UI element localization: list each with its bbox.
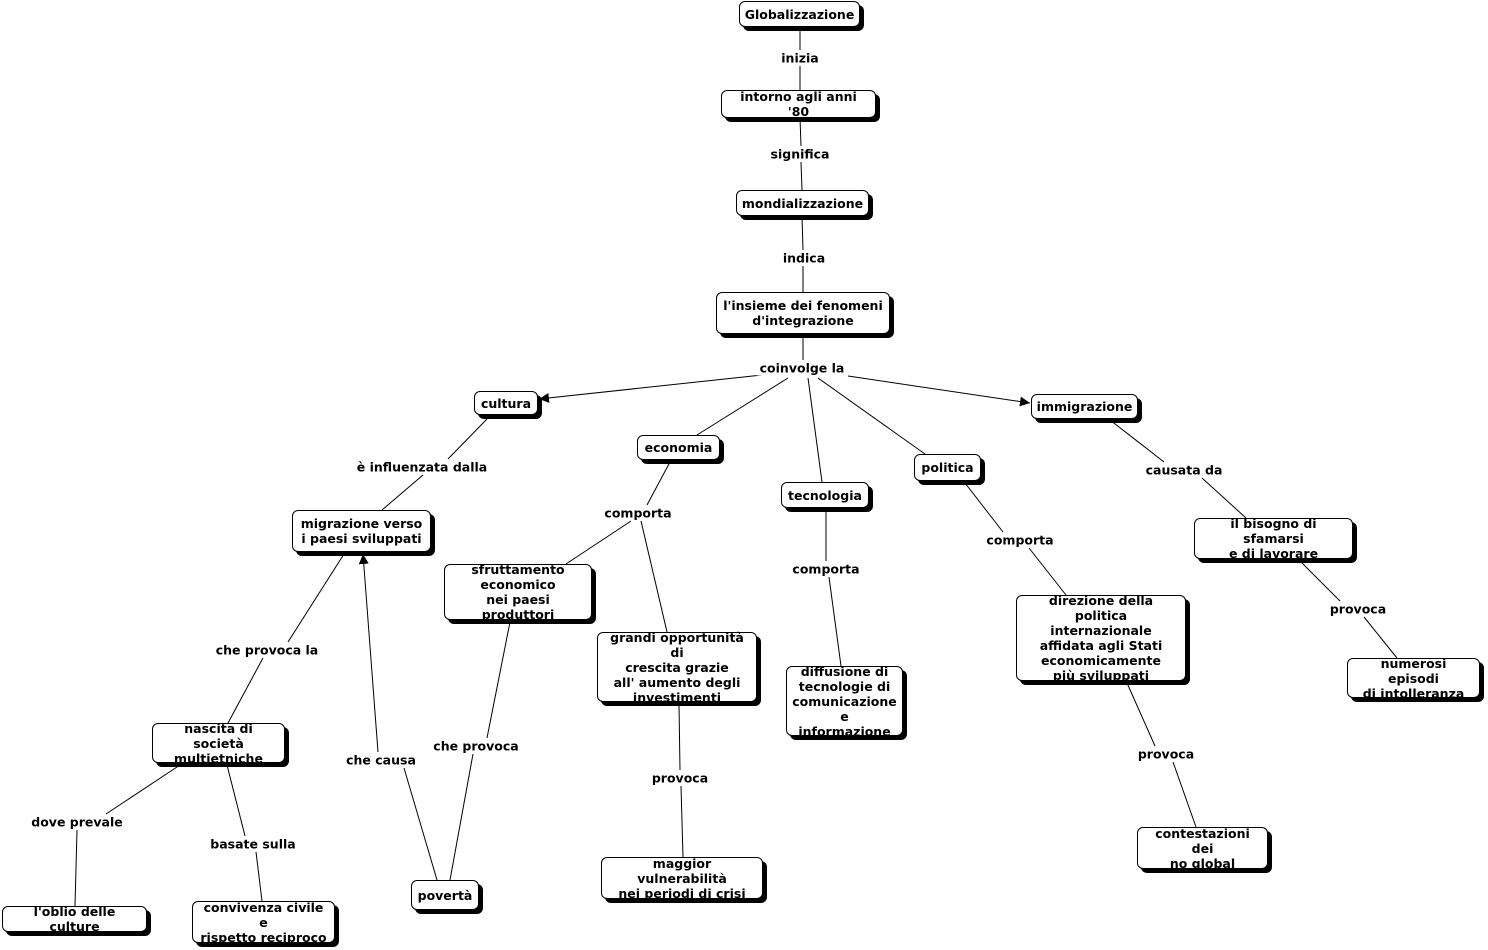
link-dove-prevale[interactable]: dove prevale — [28, 814, 126, 830]
connector-line-15 — [646, 461, 671, 506]
concept-episodi[interactable]: numerosi episodi di intolleranza — [1347, 656, 1480, 701]
connector-line-27 — [227, 657, 264, 724]
link-comporta-tecnologia[interactable]: comporta — [789, 561, 863, 577]
connector-line-16 — [565, 520, 632, 565]
concept-sfruttamento[interactable]: sfruttamento economico nei paesi produtt… — [444, 562, 592, 622]
connector-line-4 — [800, 161, 803, 191]
concept-direzione[interactable]: direzione della politica internazionale … — [1016, 593, 1186, 683]
link-provoca-bisogno[interactable]: provoca — [1326, 601, 1390, 617]
concept-globalizzazione[interactable]: Globalizzazione — [739, 1, 860, 27]
link-basate-sulla[interactable]: basate sulla — [207, 836, 299, 852]
connector-line-23 — [1201, 477, 1247, 519]
concept-migrazione[interactable]: migrazione verso i paesi sviluppati — [292, 510, 431, 552]
connector-line-32 — [678, 703, 681, 771]
connector-line-26 — [287, 553, 345, 643]
link-comporta-politica[interactable]: comporta — [983, 532, 1057, 548]
connector-line-35 — [1172, 761, 1197, 828]
concept-contestazioni[interactable]: contestazioni dei no global — [1137, 826, 1268, 871]
connector-line-30 — [403, 767, 438, 881]
connector-line-19 — [828, 576, 842, 667]
concept-cultura[interactable]: cultura — [474, 391, 538, 415]
concept-immigrazione[interactable]: immigrazione — [1031, 394, 1138, 419]
connector-line-3 — [799, 117, 802, 147]
connector-line-25 — [1363, 616, 1398, 659]
connector-line-21 — [1028, 547, 1067, 596]
connector-line-14 — [381, 474, 424, 511]
link-che-provoca-la[interactable]: che provoca la — [212, 642, 322, 658]
concept-vulnerabilita[interactable]: maggior vulnerabilità nei periodi di cri… — [601, 856, 763, 901]
connector-line-22 — [1109, 419, 1165, 463]
link-provoca-direzione[interactable]: provoca — [1134, 746, 1198, 762]
connector-line-11 — [817, 377, 926, 455]
connector-line-38 — [226, 764, 246, 837]
link-significa[interactable]: significa — [767, 146, 833, 162]
concept-opportunita[interactable]: grandi opportunità di crescita grazie al… — [597, 630, 757, 705]
link-causata-da[interactable]: causata da — [1142, 462, 1226, 478]
concept-politica[interactable]: politica — [914, 454, 981, 481]
link-indica[interactable]: indica — [779, 250, 829, 266]
concept-oblio[interactable]: l'oblio delle culture — [2, 904, 147, 934]
concept-mondializzazione[interactable]: mondializzazione — [736, 190, 869, 216]
concept-bisogno[interactable]: il bisogno di sfamarsi e di lavorare — [1194, 516, 1353, 561]
connector-line-34 — [1126, 682, 1156, 747]
concept-tecnologia[interactable]: tecnologia — [781, 482, 869, 508]
concept-nascita[interactable]: nascita di società multietniche — [152, 721, 285, 766]
link-coinvolge[interactable]: coinvolge la — [756, 360, 848, 376]
link-influenzata[interactable]: è influenzata dalla — [353, 459, 491, 475]
link-che-causa[interactable]: che causa — [343, 752, 419, 768]
link-inizia[interactable]: inizia — [778, 50, 822, 66]
connector-line-39 — [255, 851, 263, 902]
connector-line-29 — [449, 753, 474, 881]
connector-line-36 — [105, 764, 181, 815]
connector-line-37 — [74, 829, 78, 907]
concept-convivenza[interactable]: convivenza civile e rispetto reciproco — [192, 900, 335, 945]
concept-poverta[interactable]: povertà — [411, 880, 479, 910]
connector-line-28 — [486, 621, 511, 739]
connector-line-17 — [640, 520, 668, 633]
connector-line-12 — [847, 375, 1031, 407]
connector-line-24 — [1299, 560, 1341, 602]
connector-line-8 — [538, 374, 763, 403]
link-che-provoca[interactable]: che provoca — [430, 738, 522, 754]
connector-line-5 — [801, 215, 804, 251]
connector-line-10 — [807, 377, 823, 483]
link-comporta-economia[interactable]: comporta — [601, 505, 675, 521]
concept-diffusione[interactable]: diffusione di tecnologie di comunicazion… — [786, 664, 903, 739]
concept-economia[interactable]: economia — [637, 435, 720, 460]
concept-insieme-fenomeni[interactable]: l'insieme dei fenomeni d'integrazione — [716, 292, 890, 334]
connector-line-31 — [358, 553, 379, 753]
concept-anni-80[interactable]: intorno agli anni '80 — [721, 89, 876, 119]
connector-line-9 — [696, 377, 789, 436]
connector-line-13 — [447, 418, 488, 460]
link-provoca-opportunita[interactable]: provoca — [648, 770, 712, 786]
connector-line-20 — [964, 482, 1004, 533]
connector-line-33 — [680, 785, 684, 858]
